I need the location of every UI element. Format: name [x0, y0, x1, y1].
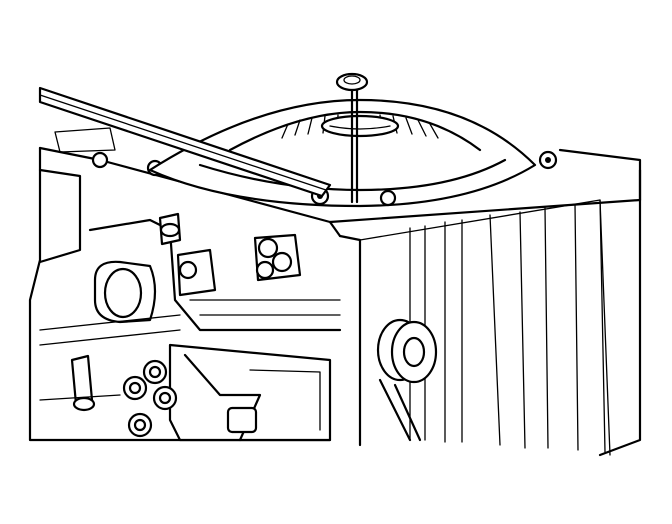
straightedge-bar — [38, 86, 332, 198]
case-bore — [88, 218, 342, 332]
installation-pin-tool — [350, 88, 359, 204]
shaft-bushing — [376, 318, 438, 442]
valve-body — [122, 233, 332, 442]
mounting-bolts — [39, 212, 182, 412]
transmission-case — [28, 127, 642, 457]
seal-ring — [335, 72, 369, 92]
accumulator-cover-dome — [148, 98, 537, 208]
